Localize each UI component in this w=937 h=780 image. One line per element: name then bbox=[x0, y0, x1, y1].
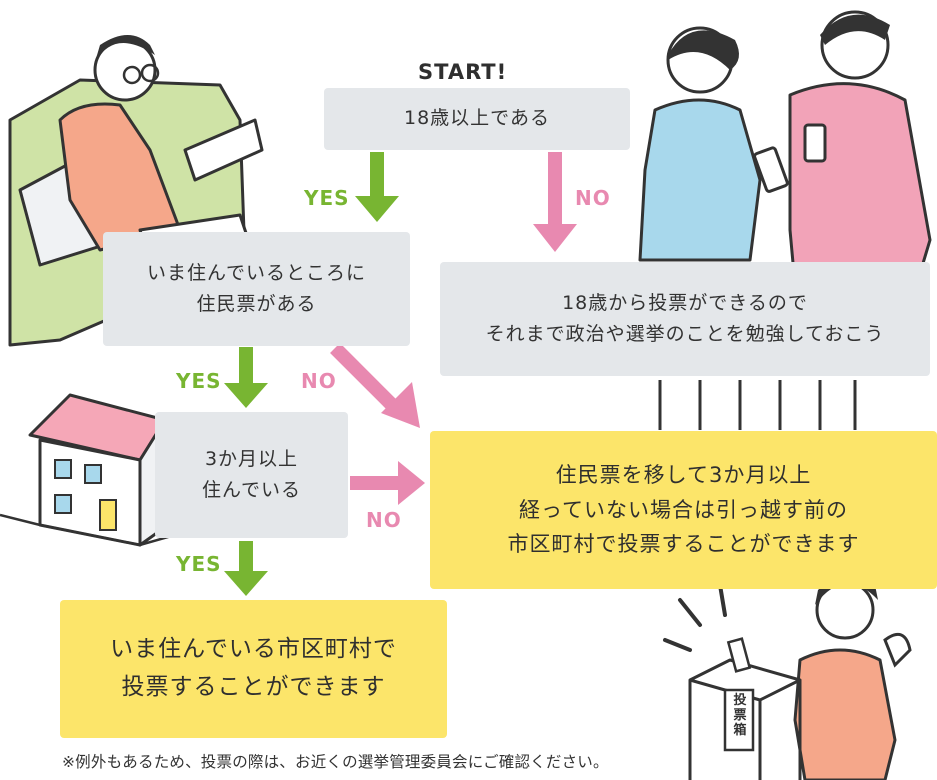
yes-label-3: YES bbox=[176, 552, 222, 576]
node-residence-line-2: 住民票がある bbox=[196, 293, 317, 315]
node-three-months-line-1: 3か月以上 bbox=[204, 447, 299, 470]
node-residence-line-1: いま住んでいるところに bbox=[146, 261, 367, 284]
no-arrow-1 bbox=[533, 152, 577, 252]
node-three-months-line-2: 住んでいる bbox=[201, 479, 302, 501]
node-under-18-line-1: 18歳から投票ができるので bbox=[562, 291, 808, 314]
node-under-18-line-2: それまで政治や選挙のことを勉強しておこう bbox=[485, 323, 885, 345]
node-can-vote-line-2: 投票することができます bbox=[121, 674, 386, 700]
no-label-3: NO bbox=[366, 508, 402, 532]
yes-arrow-2 bbox=[224, 347, 268, 408]
node-can-vote-here: いま住んでいる市区町村で 投票することができます bbox=[60, 600, 447, 738]
yes-label-2: YES bbox=[176, 369, 222, 393]
no-arrow-3 bbox=[350, 461, 425, 505]
yes-label-1: YES bbox=[304, 186, 350, 210]
node-three-months: 3か月以上 住んでいる bbox=[155, 412, 348, 538]
node-residence-registered: いま住んでいるところに 住民票がある bbox=[103, 232, 410, 346]
reading-man-illustration bbox=[8, 35, 264, 347]
node-moved-line-3: 市区町村で投票することができます bbox=[507, 532, 860, 557]
ballot-woman-illustration bbox=[663, 576, 912, 780]
node-age-check-text: 18歳以上である bbox=[404, 107, 550, 130]
no-arrow-2 bbox=[330, 343, 420, 428]
start-label: START! bbox=[418, 60, 508, 84]
ballot-box-label: 投票箱 bbox=[733, 693, 747, 738]
node-moved-line-2: 経っていない場合は引っ越す前の bbox=[519, 497, 848, 522]
footnote: ※例外もあるため、投票の際は、お近くの選挙管理委員会にご確認ください。 bbox=[62, 753, 609, 771]
node-age-check: 18歳以上である bbox=[324, 88, 630, 150]
node-moved-recently: 住民票を移して3か月以上 経っていない場合は引っ越す前の 市区町村で投票すること… bbox=[430, 431, 937, 589]
yes-arrow-1 bbox=[355, 152, 399, 222]
node-moved-line-1: 住民票を移して3か月以上 bbox=[555, 463, 812, 488]
no-label-1: NO bbox=[575, 186, 611, 210]
node-can-vote-line-1: いま住んでいる市区町村で bbox=[110, 636, 397, 663]
node-under-18: 18歳から投票ができるので それまで政治や選挙のことを勉強しておこう bbox=[440, 262, 930, 376]
no-label-2: NO bbox=[301, 369, 337, 393]
yes-arrow-3 bbox=[224, 541, 268, 596]
